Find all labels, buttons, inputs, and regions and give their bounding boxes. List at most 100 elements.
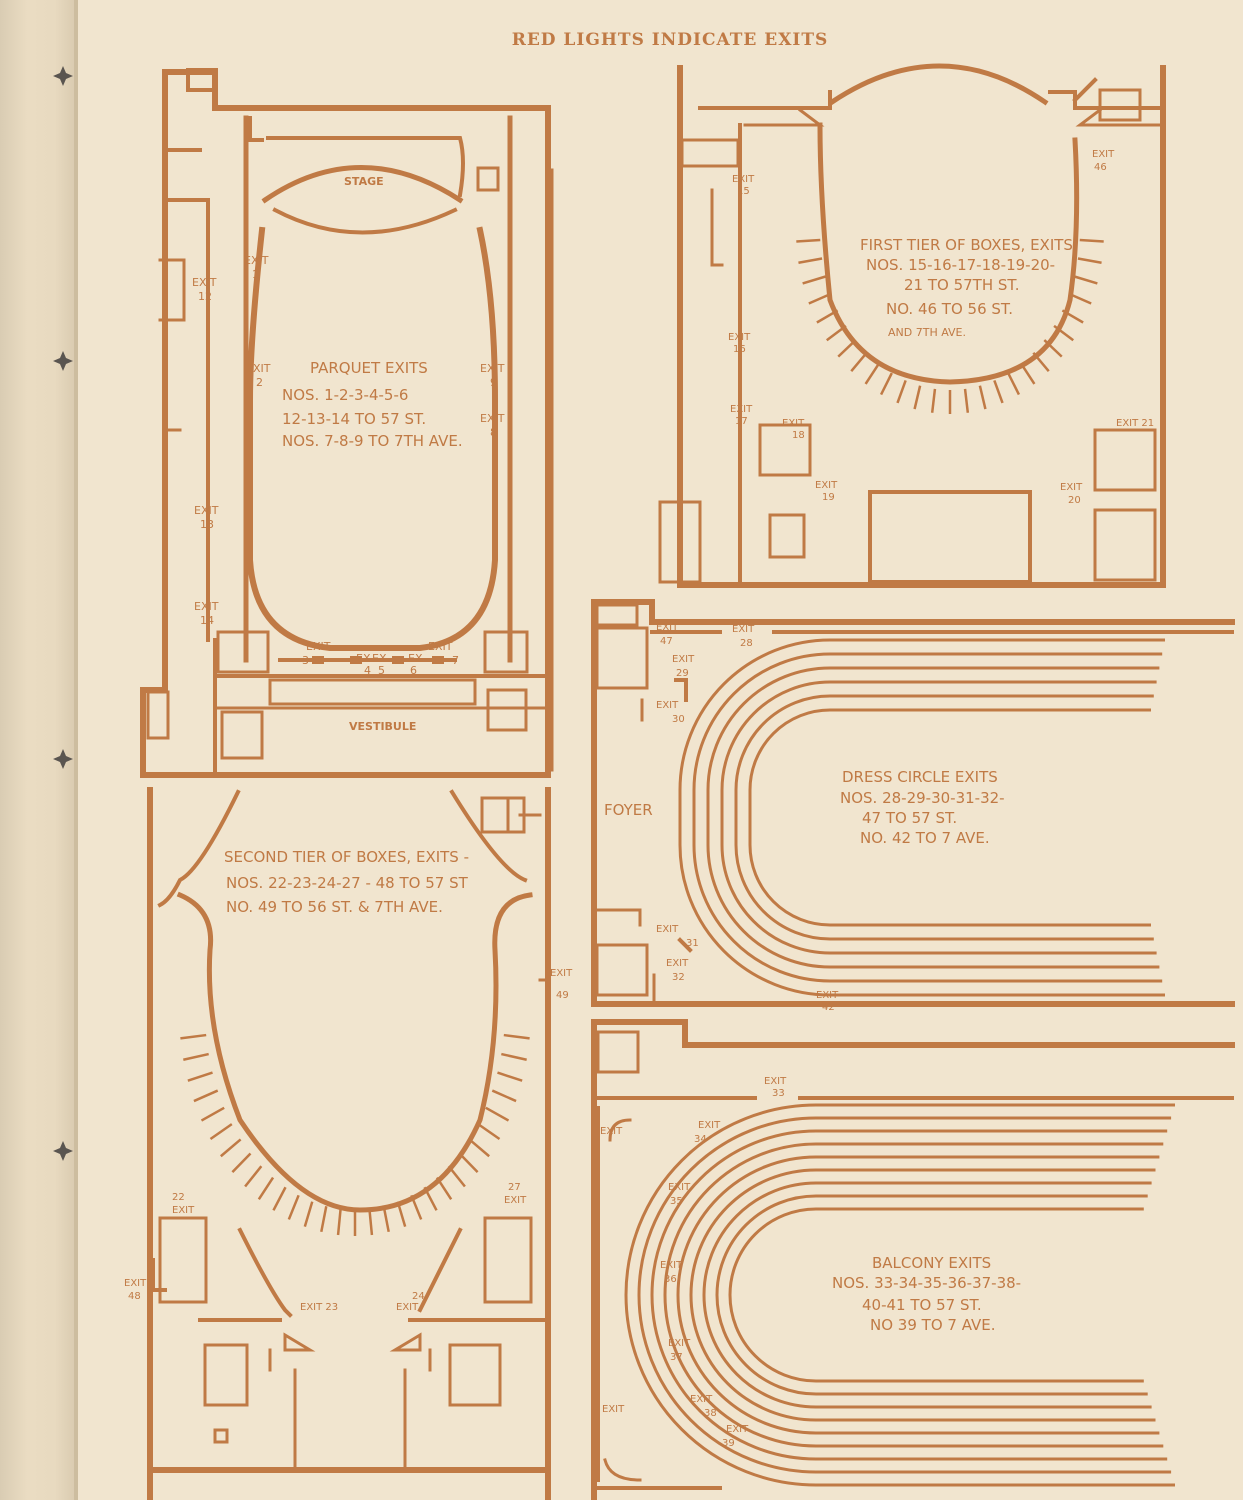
box-divider [501,1052,527,1061]
exit-markers [312,656,444,664]
box-divider [491,1089,517,1103]
box-divider [468,1138,490,1158]
exit-label: EXIT [244,254,269,267]
exit-number: 30 [672,714,685,725]
box-divider [930,388,937,413]
balcony-rows [624,1103,1175,1487]
exit-label: EXIT [666,958,689,969]
balcony-row [676,1155,1160,1435]
first-tier-line2: 21 TO 57TH ST. [904,276,1020,294]
exit-label: EXIT [504,1195,527,1206]
exit-number: 48 [128,1291,141,1302]
box-divider [963,388,970,413]
box-divider [187,1071,213,1082]
exit-number: 7 [452,654,459,667]
second-tier-line2: NO. 49 TO 56 ST. & 7TH AVE. [226,898,443,916]
binding-rivet-icon [53,66,73,86]
exit-label: EXIT [698,1120,721,1131]
exit-label: EXIT [194,600,219,613]
exit-label: EXIT [726,1424,749,1435]
box-divider [993,379,1004,404]
exit-label: EXIT [732,624,755,635]
binding-rivet-icon [53,749,73,769]
box-divider [497,1071,523,1082]
binding-rivet-icon [53,351,73,371]
balcony-row [624,1103,1175,1487]
exit-label: EXIT [815,480,838,491]
box-divider [200,1106,225,1122]
balcony-plan [591,1019,1235,1500]
exit-number: 27 [508,1182,521,1193]
box-divider [458,1152,479,1174]
dress-circle-row [678,638,1165,997]
box-divider [816,309,839,324]
binding-edge [74,0,78,1500]
exit-label: EXIT [660,1260,683,1271]
dress-circle-line1: NOS. 28-29-30-31-32- [840,789,1005,807]
box-divider [1053,324,1075,342]
balcony-row [689,1168,1156,1422]
exit-number: 22 [172,1192,185,1203]
exit-label: EXIT [600,1126,623,1137]
box-divider [913,385,922,410]
box-divider [1079,238,1104,243]
box-divider [231,1152,252,1174]
first-tier-line3: NO. 46 TO 56 ST. [886,300,1013,318]
balcony-row [702,1181,1152,1409]
exit-label: EXIT [816,990,839,1001]
exit-number: 1 [252,268,259,281]
dress-circle-row [706,666,1160,969]
box-divider [477,1123,501,1141]
exit-label: EXIT [656,924,679,935]
exit-label: EXIT [550,968,573,979]
second-tier-plan [147,787,551,1500]
exit-label: EXIT [782,418,805,429]
exit-label: EXIT [172,1205,195,1216]
exit-number: 18 [792,430,805,441]
exit-label: EXIT [246,362,271,375]
exit-number: 17 [735,416,748,427]
parquet-heading: PARQUET EXITS [310,359,428,377]
box-divider [396,1201,407,1227]
box-divider [423,1186,438,1211]
exit-label: EXIT [728,332,751,343]
box-divider [864,363,880,385]
box-divider [193,1089,219,1103]
box-divider [1074,275,1098,285]
exit-number: 20 [1068,495,1081,506]
exit-label: EX [408,652,423,665]
exit-number: 6 [410,664,417,677]
exit-label: EXIT [428,640,453,653]
exit-label: EXIT [656,622,679,633]
box-divider [798,257,823,264]
box-divider [503,1033,530,1040]
dress-circle-rows [678,638,1165,997]
page-title: RED LIGHTS INDICATE EXITS [511,30,829,50]
exit-label: EX [356,652,371,665]
box-divider [1007,372,1021,396]
balcony-row [715,1194,1148,1396]
exit-number: 4 [364,664,371,677]
exit-label: EXIT [730,404,753,415]
box-divider [303,1201,314,1227]
parquet-line3: NOS. 7-8-9 TO 7TH AVE. [282,432,463,450]
second-tier-heading: SECOND TIER OF BOXES, EXITS - [224,848,469,866]
exit-number: 3 [302,654,309,667]
dress-circle-row [734,694,1154,941]
box-divider [435,1176,453,1200]
box-divider [796,238,821,243]
balcony-row [728,1207,1144,1383]
exit-label: EXIT [764,1076,787,1087]
dress-circle-heading: DRESS CIRCLE EXITS [842,768,998,786]
box-divider [1077,257,1102,264]
exit-label: EXIT [668,1338,691,1349]
box-divider [825,324,847,342]
exit-label: EXIT [306,640,331,653]
box-divider [850,351,868,373]
box-divider [320,1206,328,1233]
dress-circle-line2: 47 TO 57 ST. [862,809,957,827]
box-divider [180,1033,207,1040]
exit-number: 31 [686,938,699,949]
exit-label: EXIT [480,362,505,375]
binding-rivet-icon [53,1141,73,1161]
